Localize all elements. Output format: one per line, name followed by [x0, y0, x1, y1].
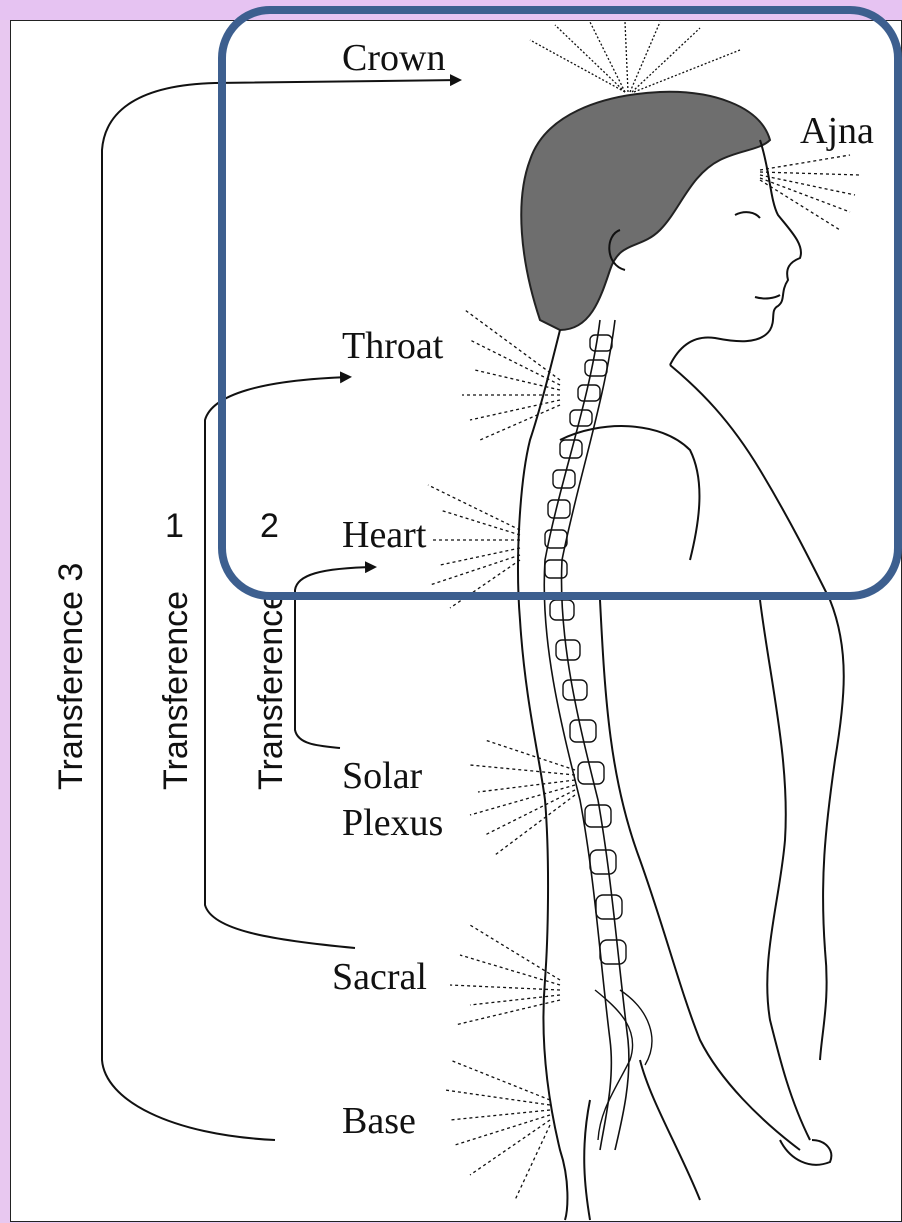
label-transference-2: Transference: [252, 591, 290, 790]
crown-rays: [530, 22, 740, 92]
arm-front: [760, 600, 810, 1140]
arm-back: [600, 600, 800, 1150]
hand: [780, 1140, 831, 1165]
label-sacral: Sacral: [332, 956, 427, 998]
base-rays: [445, 1060, 550, 1200]
head-hair: [521, 92, 770, 330]
throat-rays: [462, 310, 560, 440]
label-number-1: 1: [165, 507, 184, 545]
heart-rays: [428, 485, 520, 608]
transference-labels: Transference 3 Transference Transference…: [52, 507, 290, 790]
mouth: [755, 295, 780, 298]
back-line: [518, 330, 567, 1220]
label-transference-1: Transference: [157, 591, 195, 790]
shoulder: [560, 426, 699, 560]
leg-back: [584, 1100, 590, 1220]
label-transference-3: Transference 3: [52, 563, 90, 790]
label-heart: Heart: [342, 514, 427, 556]
label-solar: Solar: [342, 755, 423, 797]
label-plexus: Plexus: [342, 802, 443, 844]
leg-front: [640, 1060, 700, 1200]
label-ajna: Ajna: [800, 110, 874, 152]
eye: [735, 212, 760, 218]
label-crown: Crown: [342, 37, 445, 79]
label-throat: Throat: [342, 325, 444, 367]
solar-plexus-rays: [470, 740, 575, 855]
spine: [544, 320, 652, 1150]
label-base: Base: [342, 1100, 416, 1142]
label-number-2: 2: [260, 507, 279, 545]
ajna-rays: [760, 155, 860, 230]
